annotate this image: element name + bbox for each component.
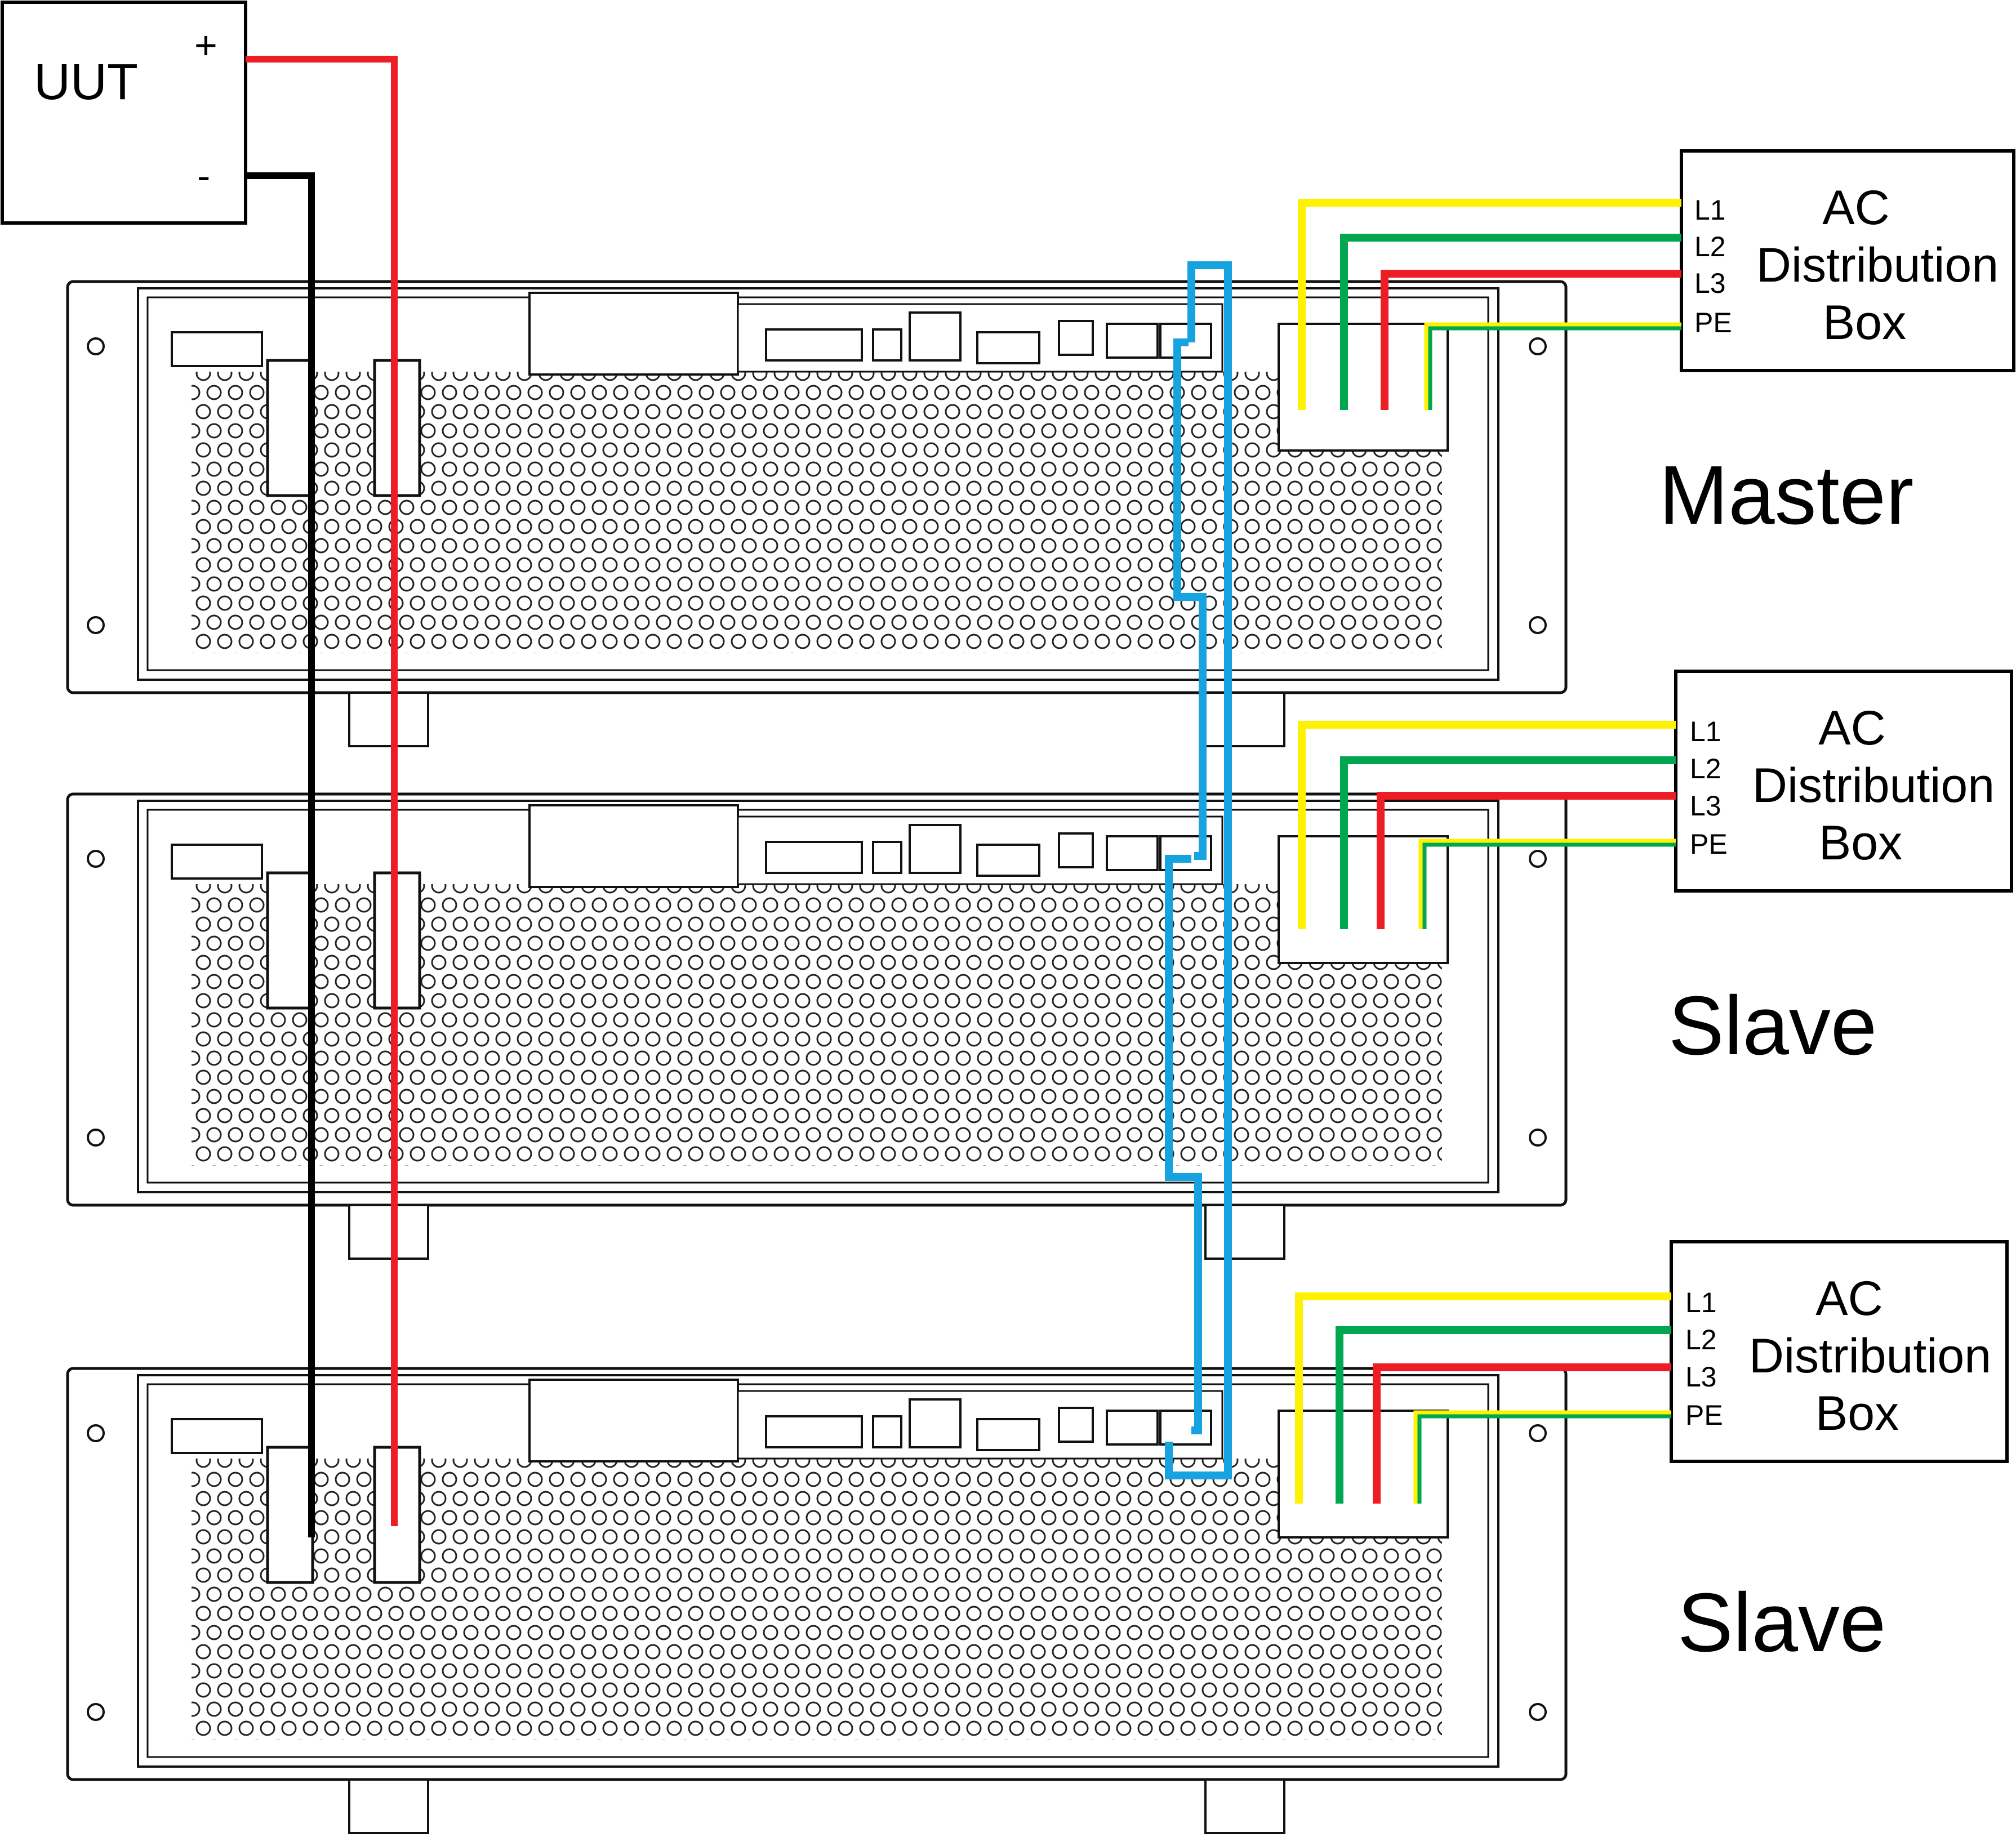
l1-wire bbox=[1298, 721, 1676, 929]
ac-box-2: AC Distribution Box L1 L2 L3 PE bbox=[1674, 670, 2013, 893]
pe-wire-green bbox=[1422, 842, 1676, 929]
uut-box bbox=[1, 1, 247, 225]
ac-box-title-line3: Box bbox=[1819, 816, 1902, 870]
sync-cable-outer bbox=[1165, 261, 1232, 1479]
phase-label-pe: PE bbox=[1685, 1399, 1723, 1431]
ac-box-title-line2: Distribution bbox=[1756, 238, 1999, 292]
positive-dc-wire bbox=[246, 56, 398, 1526]
ac-distribution-boxes: AC Distribution Box L1 L2 L3 PE AC Distr… bbox=[1670, 149, 2015, 1463]
ac-wires bbox=[1295, 199, 1681, 1504]
ac-box-1: AC Distribution Box L1 L2 L3 PE bbox=[1680, 149, 2015, 372]
uut: UUT + - bbox=[1, 1, 247, 225]
phase-label-l1: L1 bbox=[1685, 1287, 1717, 1318]
l2-wire bbox=[1340, 756, 1676, 929]
l3-wire bbox=[1377, 792, 1676, 929]
l1-wire bbox=[1295, 1292, 1671, 1504]
rack-unit-slave-2 bbox=[66, 1367, 1568, 1834]
pe-wire-yellow bbox=[1413, 1410, 1671, 1504]
uut-label: UUT bbox=[34, 54, 138, 110]
role-label-slave-2: Slave bbox=[1677, 1576, 1886, 1669]
role-label-master: Master bbox=[1659, 449, 1913, 542]
pe-wire-green bbox=[1428, 326, 1681, 410]
phase-label-pe: PE bbox=[1690, 828, 1728, 860]
ac-box-title-line1: AC bbox=[1818, 701, 1885, 755]
phase-label-l1: L1 bbox=[1690, 716, 1721, 747]
rack-units bbox=[66, 280, 1568, 1834]
rack-unit-master bbox=[66, 280, 1568, 747]
negative-dc-wire bbox=[246, 172, 315, 1537]
ac-box-title-line3: Box bbox=[1815, 1386, 1899, 1441]
sync-cable-inner-1 bbox=[1173, 338, 1207, 860]
l3-wire bbox=[1381, 270, 1681, 410]
uut-plus-terminal: + bbox=[194, 23, 217, 67]
ac-box-3: AC Distribution Box L1 L2 L3 PE bbox=[1670, 1240, 2009, 1463]
role-labels: Master Slave Slave bbox=[1659, 449, 1913, 1669]
l3-wire bbox=[1373, 1363, 1671, 1504]
phase-label-l3: L3 bbox=[1685, 1361, 1717, 1393]
dc-wires bbox=[246, 56, 398, 1537]
l2-wire bbox=[1336, 1326, 1671, 1504]
pe-wire-yellow bbox=[1418, 839, 1676, 929]
ac-box-frame bbox=[1680, 149, 2015, 372]
ac-box-title-line3: Box bbox=[1823, 296, 1906, 350]
phase-label-pe: PE bbox=[1694, 307, 1732, 338]
phase-label-l2: L2 bbox=[1685, 1324, 1717, 1355]
sync-cables bbox=[1165, 261, 1232, 1479]
phase-label-l2: L2 bbox=[1690, 753, 1721, 784]
uut-minus-terminal: - bbox=[197, 154, 210, 198]
ac-box-title-line1: AC bbox=[1822, 181, 1889, 235]
ac-box-frame bbox=[1674, 670, 2013, 893]
role-label-slave-1: Slave bbox=[1668, 979, 1877, 1072]
phase-label-l3: L3 bbox=[1694, 267, 1726, 299]
ac-box-frame bbox=[1670, 1240, 2009, 1463]
l1-wire bbox=[1298, 199, 1681, 410]
pe-wire-green bbox=[1417, 1414, 1671, 1504]
pe-wire-yellow bbox=[1424, 322, 1681, 410]
phase-label-l2: L2 bbox=[1694, 231, 1726, 262]
sync-cable-inner-2 bbox=[1165, 855, 1202, 1434]
ac-box-title-line2: Distribution bbox=[1752, 759, 1995, 813]
rack-unit-slave-1 bbox=[66, 792, 1568, 1260]
phase-label-l1: L1 bbox=[1694, 194, 1726, 226]
l2-wire bbox=[1340, 234, 1681, 410]
ac-box-title-line2: Distribution bbox=[1749, 1329, 1991, 1383]
ac-box-title-line1: AC bbox=[1815, 1272, 1883, 1326]
phase-label-l3: L3 bbox=[1690, 790, 1721, 822]
